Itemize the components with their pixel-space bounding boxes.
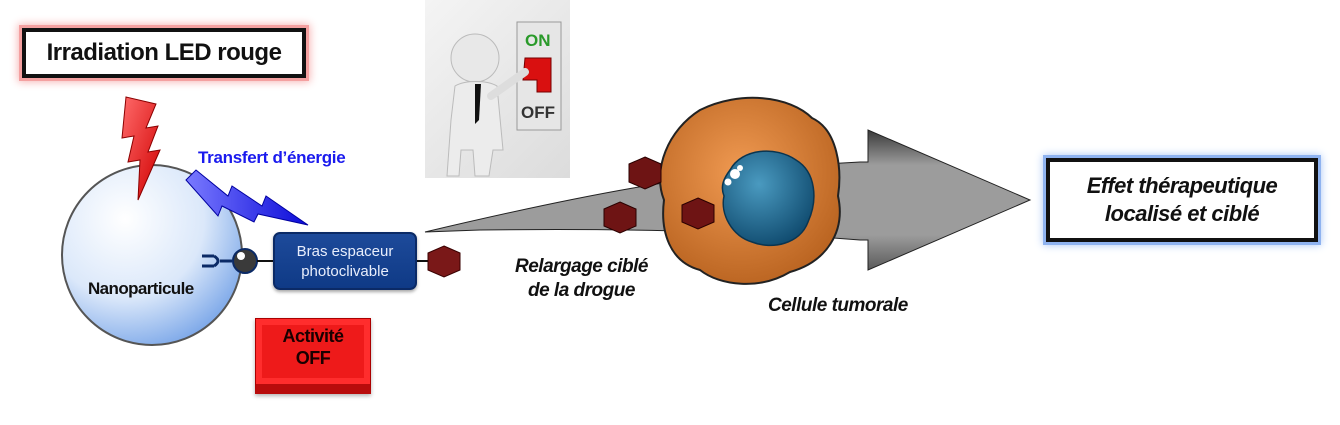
switch-illustration: ON OFF	[425, 0, 570, 178]
release-line-1: Relargage ciblé	[515, 256, 648, 277]
drug-release-label: Relargage ciblé de la drogue	[515, 255, 648, 303]
photocleavable-spacer-box: Bras espaceur photoclivable	[273, 232, 417, 290]
energy-transfer-label: Transfert d’énergie	[198, 148, 346, 167]
release-line-2: de la drogue	[527, 280, 635, 301]
activity-line-1: Activité	[282, 326, 344, 346]
switch-on-label: ON	[525, 31, 551, 50]
tumor-cell-icon	[659, 96, 841, 285]
linker-anchor	[202, 248, 428, 274]
released-drug-icon	[628, 156, 662, 190]
activity-line-2: OFF	[295, 348, 331, 368]
drug-molecule-icon	[427, 245, 461, 278]
released-drug-icon	[681, 197, 715, 230]
released-drug-icon	[603, 201, 637, 234]
blue-lightning-icon	[185, 169, 309, 226]
title-box: Irradiation LED rouge	[22, 28, 306, 78]
activity-off-button: Activité OFF	[255, 318, 371, 394]
red-lightning-icon	[121, 96, 161, 201]
spacer-line-2: photoclivable	[301, 263, 389, 280]
switch-off-label: OFF	[521, 103, 555, 122]
tumor-cell-label: Cellule tumorale	[768, 295, 908, 316]
spacer-line-1: Bras espaceur	[296, 243, 394, 260]
effect-line-1: Effet thérapeutique	[1086, 173, 1278, 198]
title-text: Irradiation LED rouge	[46, 39, 282, 66]
effect-line-2: localisé et ciblé	[1104, 201, 1260, 226]
nanoparticle-label: Nanoparticule	[88, 279, 194, 298]
therapeutic-effect-box: Effet thérapeutique localisé et ciblé	[1046, 158, 1318, 242]
